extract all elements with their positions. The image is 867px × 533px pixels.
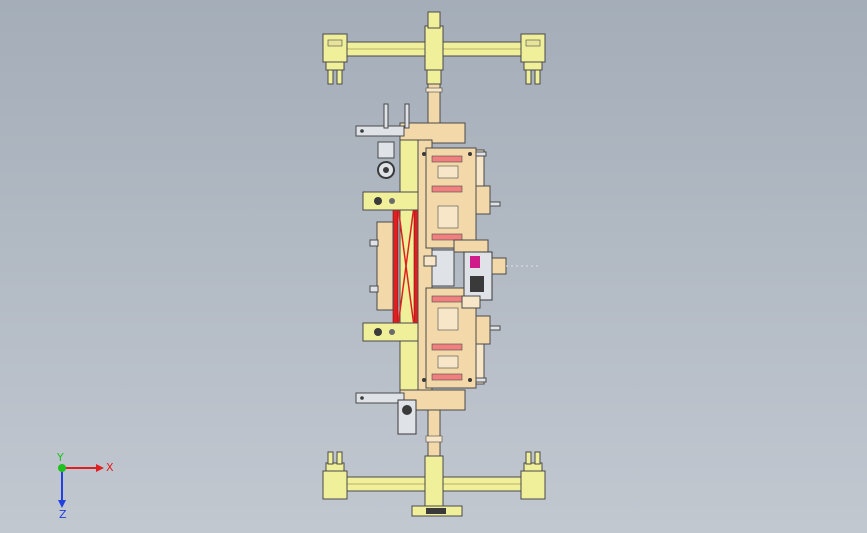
top-left-foot[interactable] <box>325 61 345 71</box>
top-center-hub[interactable] <box>424 25 444 71</box>
y-axis-label: Y <box>56 451 64 464</box>
top-left-arm[interactable] <box>355 125 405 137</box>
upper-cylinder[interactable] <box>377 141 395 159</box>
screw-icon <box>360 396 364 400</box>
upper-module-pad <box>431 233 463 241</box>
right-side-block[interactable] <box>475 315 491 345</box>
right-side-block[interactable] <box>475 343 485 385</box>
screw-icon <box>468 378 472 382</box>
clamp-bolt-icon <box>389 198 395 204</box>
bottom-clamp-handle[interactable] <box>426 508 446 514</box>
screw-icon <box>360 129 364 133</box>
screw-icon <box>422 378 426 382</box>
top-cross-beam-assembly[interactable] <box>322 11 546 85</box>
bottom-left-pin[interactable] <box>336 451 343 465</box>
bottom-left-pin[interactable] <box>327 451 334 465</box>
cylinder-port-icon <box>402 405 412 415</box>
gripper-arm[interactable] <box>453 239 489 253</box>
top-right-pin[interactable] <box>534 69 541 85</box>
left-red-rail[interactable] <box>392 204 399 328</box>
bottom-right-pin[interactable] <box>534 451 541 465</box>
left-side-plate[interactable] <box>376 221 394 311</box>
rail-diagonal <box>397 205 415 327</box>
top-shaft-cap[interactable] <box>427 11 441 29</box>
upper-module-window <box>437 165 459 179</box>
top-right-foot[interactable] <box>523 61 543 71</box>
z-axis-arrow <box>58 500 66 508</box>
right-side-pin <box>475 151 487 157</box>
end-block-slot <box>327 39 343 47</box>
left-plate-screw <box>369 285 379 293</box>
bottom-left-end-block[interactable] <box>322 470 348 500</box>
bottom-right-pin[interactable] <box>525 451 532 465</box>
orientation-triad[interactable]: X Y Z <box>40 450 120 520</box>
top-left-pin[interactable] <box>336 69 343 85</box>
z-axis-label: Z <box>59 508 67 520</box>
actuator-cap[interactable] <box>491 257 507 275</box>
actuator-body <box>470 276 484 292</box>
magenta-sensor[interactable] <box>470 256 480 268</box>
top-left-pin[interactable] <box>327 69 334 85</box>
x-axis-label: X <box>106 461 114 474</box>
lower-module-pad <box>431 343 463 351</box>
lower-shaft-segment[interactable] <box>427 409 441 457</box>
screw-icon <box>468 152 472 156</box>
right-side-pin <box>475 377 487 383</box>
center-gripper[interactable] <box>431 249 455 287</box>
upper-module-pad <box>431 155 463 163</box>
x-axis-arrow <box>96 464 104 472</box>
top-post[interactable] <box>404 103 410 129</box>
top-right-pin[interactable] <box>525 69 532 85</box>
top-post[interactable] <box>383 103 389 129</box>
bottom-right-foot[interactable] <box>523 462 543 472</box>
right-side-pin <box>489 325 501 331</box>
clamp-bolt-icon <box>374 197 382 205</box>
clamp-bolt-icon <box>389 329 395 335</box>
gauge-center <box>383 167 389 173</box>
top-right-end-block[interactable] <box>520 33 546 63</box>
bottom-cross-beam-assembly[interactable] <box>322 451 546 517</box>
end-block-slot <box>525 39 541 47</box>
shaft-ring <box>425 87 443 93</box>
bottom-left-arm[interactable] <box>355 392 405 404</box>
screw-icon <box>422 152 426 156</box>
gripper-jaw[interactable] <box>423 255 437 267</box>
upper-right-module[interactable] <box>425 147 477 249</box>
clamp-bolt-icon <box>374 328 382 336</box>
bottom-right-end-block[interactable] <box>520 470 546 500</box>
right-side-block[interactable] <box>475 185 491 215</box>
lower-module-pad <box>431 295 463 303</box>
shaft-ring <box>425 435 443 443</box>
bottom-left-foot[interactable] <box>325 462 345 472</box>
y-axis-dot <box>58 464 66 472</box>
lower-module-window <box>437 355 459 369</box>
lower-module-window <box>437 307 459 331</box>
top-left-end-block[interactable] <box>322 33 348 63</box>
bottom-center-hub[interactable] <box>424 455 444 507</box>
upper-module-pad <box>431 185 463 193</box>
top-hub-collar[interactable] <box>426 69 442 85</box>
actuator-foot[interactable] <box>461 295 481 309</box>
right-side-pin <box>489 201 501 207</box>
left-plate-screw <box>369 239 379 247</box>
fixture-body[interactable] <box>355 103 540 435</box>
upper-module-window <box>437 205 459 229</box>
lower-module-pad <box>431 373 463 381</box>
